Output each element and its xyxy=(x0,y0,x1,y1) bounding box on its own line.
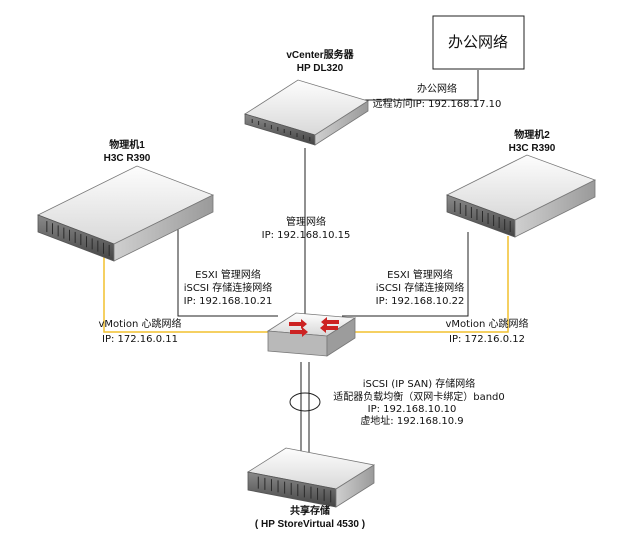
host1-link-label-2: iSCSI 存储连接网络 xyxy=(184,281,273,294)
vcenter-name-label: vCenter服务器 xyxy=(286,48,354,61)
host2-name-label: 物理机2 xyxy=(514,128,550,141)
host1-vmotion-line xyxy=(103,255,272,333)
storage-link-label-4: 虚地址: 192.168.10.9 xyxy=(360,414,463,427)
host2-to-switch-line xyxy=(342,232,469,317)
office-uplink-line xyxy=(360,70,479,101)
host2-link-label-3: IP: 192.168.10.22 xyxy=(376,296,465,307)
vcenter-front-bays xyxy=(251,119,311,141)
storage-link-label-2: 适配器负载均衡（双网卡绑定）band0 xyxy=(333,390,505,403)
host2-vmotion-line xyxy=(346,236,509,333)
office-link-label-1: 办公网络 xyxy=(417,82,457,95)
vcenter-server-device xyxy=(244,79,369,146)
vmotion-right-label-1: vMotion 心跳网络 xyxy=(446,317,529,330)
host1-server-device xyxy=(37,165,214,262)
host1-link-label-1: ESXI 管理网络 xyxy=(195,268,261,281)
office-network-box-label: 办公网络 xyxy=(448,33,508,51)
vmotion-left-label-1: vMotion 心跳网络 xyxy=(99,317,182,330)
switch-arrows-icon xyxy=(289,317,339,337)
host1-link-label-3: IP: 192.168.10.21 xyxy=(184,296,273,307)
host2-front-bays xyxy=(454,201,511,232)
storage-link-label-1: iSCSI (IP SAN) 存储网络 xyxy=(363,377,476,390)
host1-name-label: 物理机1 xyxy=(109,138,145,151)
host2-model-label: H3C R390 xyxy=(509,143,556,154)
switch-to-storage-lines xyxy=(300,362,310,462)
host1-front-bays xyxy=(46,221,110,256)
core-switch-device xyxy=(266,312,357,357)
office-network-box: 办公网络 xyxy=(432,15,525,70)
storage-model-label: ( HP StoreVirtual 4530 ) xyxy=(255,519,365,530)
storage-link-label-3: IP: 192.168.10.10 xyxy=(368,404,457,415)
host1-model-label: H3C R390 xyxy=(104,153,151,164)
storage-front-bays xyxy=(257,476,332,503)
vcenter-model-label: HP DL320 xyxy=(297,63,344,74)
host2-link-label-2: iSCSI 存储连接网络 xyxy=(376,281,465,294)
host1-to-switch-line xyxy=(177,218,278,317)
mgmt-link-label-2: IP: 192.168.10.15 xyxy=(262,230,351,241)
vmotion-right-label-2: IP: 172.16.0.12 xyxy=(449,334,525,345)
office-link-label-2: 远程访问IP: 192.168.17.10 xyxy=(373,97,502,110)
nic-bond-ellipse xyxy=(289,392,321,412)
storage-name-label: 共享存储 xyxy=(290,504,330,517)
shared-storage-device xyxy=(246,447,376,508)
host2-link-label-1: ESXI 管理网络 xyxy=(387,268,453,281)
vmotion-left-label-2: IP: 172.16.0.11 xyxy=(102,334,178,345)
mgmt-link-label-1: 管理网络 xyxy=(286,215,326,228)
host2-server-device xyxy=(445,154,597,238)
